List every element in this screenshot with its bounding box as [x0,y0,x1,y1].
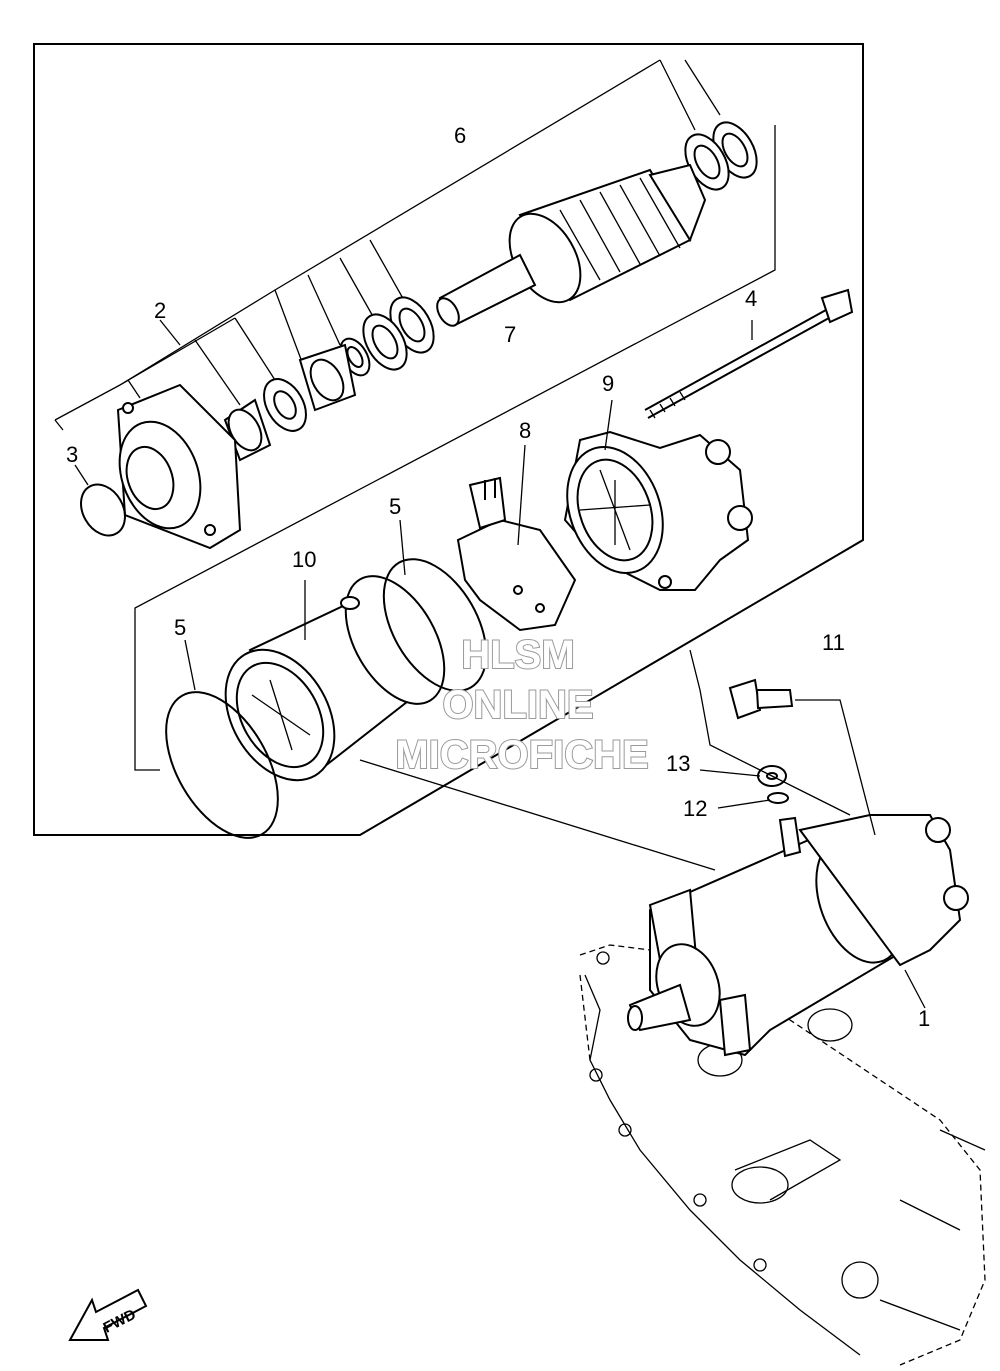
front-cover-part-2 [116,378,307,550]
watermark-line-2: ONLINE [442,683,593,727]
washers-part-7 [298,296,435,412]
washer-part-12 [767,792,789,804]
callout-13: 13 [666,751,690,776]
armature-group-bracket [54,59,776,771]
forward-arrow-icon: FWD [68,1288,148,1341]
callout-9: 9 [602,371,614,396]
callout-1: 1 [918,1006,930,1031]
exploded-view-frame [33,43,864,836]
brush-holder-part-8 [456,476,577,632]
rotor-bracket-line [274,59,721,363]
o-ring-part-5-rear [382,558,488,692]
starter-motor-assembly-part-1 [627,814,969,1057]
o-ring-part-3 [80,483,126,537]
callout-10: 10 [292,547,316,572]
callout-5-rear-ring: 5 [389,494,401,519]
watermark-line-1: HLSM [461,633,574,677]
rear-bracket-part-9 [563,430,753,591]
callout-6: 6 [454,123,466,148]
engine-housing-outline [579,944,986,1366]
through-bolt-part-4 [644,288,854,419]
watermark-line-3: MICROFICHE [395,733,648,777]
bolt-part-11 [728,678,794,720]
callout-11: 11 [822,630,845,655]
cover-bracket-line [119,317,276,406]
callout-2: 2 [154,298,166,323]
callout-7: 7 [504,322,516,347]
callout-3: 3 [66,442,78,467]
leader-lines [74,319,926,1009]
callout-5-front-ring: 5 [174,615,186,640]
callout-4: 4 [745,286,757,311]
callout-12: 12 [683,796,707,821]
o-ring-part-5-front [165,691,279,839]
callout-8: 8 [519,418,531,443]
armature-part-6 [436,121,758,327]
